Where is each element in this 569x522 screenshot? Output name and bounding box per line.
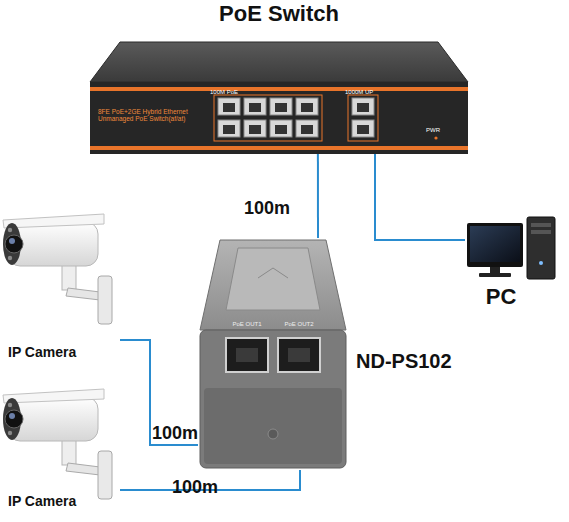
pc-drawing: [467, 217, 555, 279]
drawing-part: [539, 261, 543, 265]
drawing-part: [531, 230, 551, 234]
drawing-part: [223, 125, 235, 134]
network-cable: [120, 340, 198, 445]
drawing-part: [204, 388, 342, 464]
drawing-part: [90, 146, 468, 150]
drawing-part: [223, 103, 235, 112]
drawing-part: [479, 273, 511, 277]
drawing-part: [275, 125, 287, 134]
cable-length: 100m: [172, 478, 218, 496]
drawing-part: [226, 248, 320, 310]
network-cable: [317, 154, 319, 238]
drawing-part: [258, 268, 288, 278]
drawing-part: [278, 338, 320, 372]
drawing-part: [90, 87, 468, 91]
drawing-part: [470, 226, 520, 262]
drawing-part: [270, 120, 292, 137]
switch-heading: PoE Switch: [78, 2, 480, 26]
drawing-part: [214, 95, 322, 141]
drawing-part: [296, 120, 318, 137]
cable-length: 100m: [152, 424, 198, 442]
camera-node: IP Camera: [0, 375, 120, 515]
drawing-part: [236, 348, 258, 362]
ip-camera-drawing: [3, 389, 112, 499]
device-marking: 1000M UP: [345, 89, 373, 96]
drawing-part: [218, 98, 240, 115]
drawing-part: [296, 98, 318, 115]
drawing-part: [200, 240, 346, 330]
drawing-part: [244, 120, 266, 137]
port-label: PoE OUT2: [272, 321, 326, 328]
drawing-part: [352, 98, 374, 115]
drawing-part: [467, 223, 523, 267]
drawing-part: [90, 82, 468, 154]
switch-model-text: 8FE PoE+2GE Hybrid Ethernet Unmanaged Po…: [98, 108, 210, 122]
pc-node: PC: [465, 215, 560, 310]
drawing-part: [218, 120, 240, 137]
drawing-part: [90, 42, 468, 82]
network-cable: [375, 154, 465, 240]
drawing-part: [490, 267, 500, 273]
ip-camera-drawing: [3, 214, 112, 324]
drawing-part: [200, 330, 346, 468]
camera-label: IP Camera: [8, 494, 120, 509]
drawing-part: [268, 429, 278, 439]
switch-node: PoE Switch8FE PoE+2GE Hybrid Ethernet Un…: [90, 42, 468, 154]
drawing-part: [348, 95, 378, 141]
drawing-part: [226, 338, 268, 372]
drawing-part: [352, 120, 374, 137]
splitter-label: ND-PS102: [356, 350, 476, 372]
camera-node: IP Camera: [0, 195, 120, 365]
drawing-part: [301, 125, 313, 134]
drawing-part: [270, 98, 292, 115]
drawing-part: [244, 98, 266, 115]
drawing-part: [527, 217, 555, 279]
port-label: PoE OUT1: [220, 321, 274, 328]
poe-switch-drawing: [90, 42, 468, 154]
drawing-part: [288, 348, 310, 362]
drawing-part: [249, 125, 261, 134]
drawing-part: [218, 98, 374, 137]
pc-label: PC: [469, 285, 533, 309]
splitter-node: ND-PS102PoE OUT1PoE OUT2: [198, 238, 348, 470]
splitter-drawing: [200, 240, 346, 468]
cable-length: 100m: [244, 199, 290, 217]
device-marking: 100M PoE: [210, 89, 238, 96]
drawing-part: [357, 103, 369, 112]
drawing-part: [275, 103, 287, 112]
camera-label: IP Camera: [8, 345, 120, 360]
drawing-part: [357, 125, 369, 134]
drawing-part: [249, 103, 261, 112]
drawing-part: [223, 103, 369, 134]
drawing-part: [301, 103, 313, 112]
device-marking: PWR: [426, 127, 440, 134]
drawing-part: [531, 223, 551, 227]
drawing-part: [434, 136, 437, 139]
